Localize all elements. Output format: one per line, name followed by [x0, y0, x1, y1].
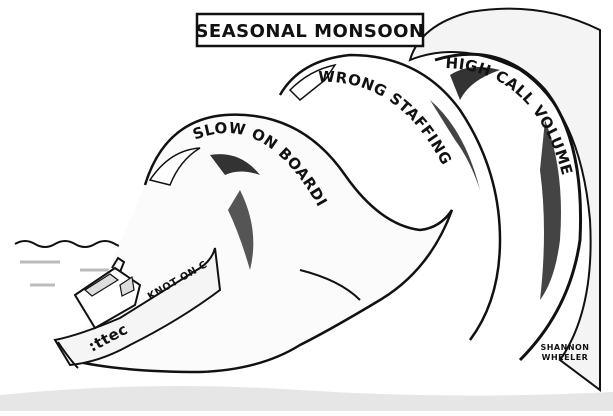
title-box: SEASONAL MONSOON: [195, 12, 425, 48]
signature-line2: WHEELER: [542, 353, 589, 362]
title-frame: [195, 12, 425, 48]
cartoon-title: SEASONAL MONSOON: [195, 21, 424, 42]
wave-middle: [278, 53, 502, 341]
signature-line1: SHANNON: [540, 343, 589, 352]
boat: [53, 247, 222, 369]
wave-back: [408, 7, 601, 392]
